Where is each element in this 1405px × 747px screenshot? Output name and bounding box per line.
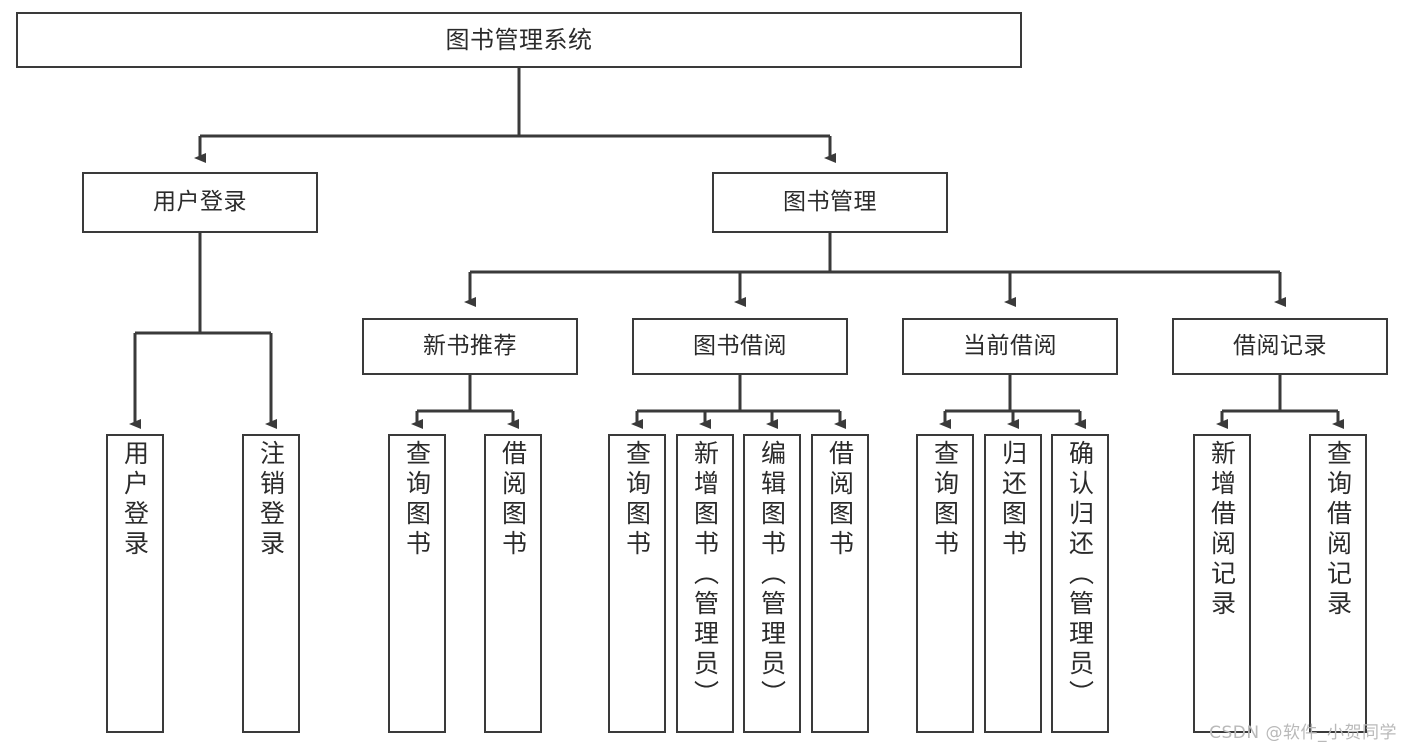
node-user-login[interactable]: 用户登录 xyxy=(82,172,318,233)
node-label: 图书借阅 xyxy=(693,332,787,359)
leaf-recommend-query-book[interactable]: 查询图书 xyxy=(388,434,446,733)
node-label: 注销登录 xyxy=(256,440,286,560)
leaf-user-login-login[interactable]: 用户登录 xyxy=(106,434,164,733)
leaf-current-return-book[interactable]: 归还图书 xyxy=(984,434,1042,733)
leaf-current-confirm-return-admin[interactable]: 确认归还（管理员） xyxy=(1051,434,1109,733)
node-book-management-system[interactable]: 图书管理系统 xyxy=(16,12,1022,68)
node-new-book-recommend[interactable]: 新书推荐 xyxy=(362,318,578,375)
leaf-borrow-query-book[interactable]: 查询图书 xyxy=(608,434,666,733)
node-label: 确认归还（管理员） xyxy=(1065,440,1095,710)
leaf-user-login-logout[interactable]: 注销登录 xyxy=(242,434,300,733)
leaf-borrow-edit-book-admin[interactable]: 编辑图书（管理员） xyxy=(743,434,801,733)
node-label: 用户登录 xyxy=(120,440,150,560)
node-label: 借阅图书 xyxy=(825,440,855,560)
node-label: 归还图书 xyxy=(998,440,1028,560)
leaf-borrow-add-book-admin[interactable]: 新增图书（管理员） xyxy=(676,434,734,733)
node-label: 当前借阅 xyxy=(963,332,1057,359)
node-label: 查询图书 xyxy=(622,440,652,560)
node-book-borrow[interactable]: 图书借阅 xyxy=(632,318,848,375)
node-label: 图书管理 xyxy=(783,188,877,215)
leaf-borrow-borrow-book[interactable]: 借阅图书 xyxy=(811,434,869,733)
node-label: 编辑图书（管理员） xyxy=(757,440,787,710)
node-label: 借阅图书 xyxy=(498,440,528,560)
node-borrow-record[interactable]: 借阅记录 xyxy=(1172,318,1388,375)
node-label: 查询图书 xyxy=(930,440,960,560)
node-label: 查询借阅记录 xyxy=(1323,440,1353,620)
csdn-watermark: CSDN @软件_小贺同学 xyxy=(1209,723,1397,743)
node-label: 查询图书 xyxy=(402,440,432,560)
node-label: 新增借阅记录 xyxy=(1207,440,1237,620)
node-book-management[interactable]: 图书管理 xyxy=(712,172,948,233)
node-label: 用户登录 xyxy=(153,188,247,215)
node-label: 新书推荐 xyxy=(423,332,517,359)
node-label: 借阅记录 xyxy=(1233,332,1327,359)
leaf-record-add-record[interactable]: 新增借阅记录 xyxy=(1193,434,1251,733)
node-label: 新增图书（管理员） xyxy=(690,440,720,710)
leaf-current-query-book[interactable]: 查询图书 xyxy=(916,434,974,733)
node-current-borrow[interactable]: 当前借阅 xyxy=(902,318,1118,375)
leaf-record-query-record[interactable]: 查询借阅记录 xyxy=(1309,434,1367,733)
leaf-recommend-borrow-book[interactable]: 借阅图书 xyxy=(484,434,542,733)
node-label: 图书管理系统 xyxy=(445,25,593,54)
